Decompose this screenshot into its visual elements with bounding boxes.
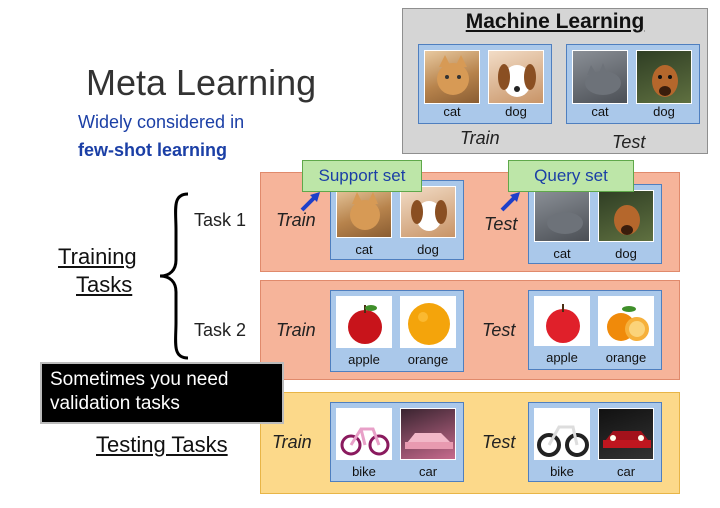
dog-image — [400, 186, 456, 238]
support-set-callout: Support set — [302, 160, 422, 192]
task2-test-label: Test — [482, 320, 516, 340]
query-arrow-icon — [500, 192, 520, 212]
ml-test-dog-label: dog — [653, 104, 675, 119]
cat-image — [336, 186, 392, 238]
support-arrow-icon — [300, 192, 320, 212]
subtitle-line2: few-shot learning — [78, 140, 228, 160]
testing-train-car-label: car — [418, 464, 438, 479]
cat-image — [424, 50, 480, 104]
ml-train-dog-label: dog — [505, 104, 527, 119]
task2-train-orange-label: orange — [407, 352, 449, 367]
cat-image — [534, 190, 590, 242]
task1-train-label: Train — [276, 210, 316, 230]
apple-image — [336, 296, 392, 348]
task1-name: Task 1 — [194, 210, 247, 230]
dog-image — [598, 190, 654, 242]
car-image — [400, 408, 456, 460]
task2-test-apple-label: apple — [546, 350, 578, 365]
dog-image — [488, 50, 544, 104]
task2-test-orange-label: orange — [605, 350, 647, 365]
testing-train-label: Train — [272, 432, 312, 452]
subtitle-line1: Widely considered in — [78, 112, 245, 132]
bike-image — [534, 408, 590, 460]
dog-image — [636, 50, 692, 104]
testing-test-bike-label: bike — [550, 464, 574, 479]
page-title: Meta Learning — [86, 62, 317, 103]
apple-image — [534, 296, 590, 346]
orange-image — [598, 296, 654, 346]
brace-icon — [159, 192, 189, 360]
testing-tasks-label: Testing Tasks — [96, 432, 228, 457]
validation-note-line1: Sometimes you need — [50, 369, 229, 390]
cat-image — [572, 50, 628, 104]
task1-train-cat-label: cat — [355, 242, 373, 257]
training-tasks-line2: Tasks — [76, 272, 133, 297]
query-set-callout: Query set — [508, 160, 634, 192]
ml-test-cat-label: cat — [591, 104, 609, 119]
training-tasks-line1: Training — [58, 244, 137, 269]
task1-test-cat-label: cat — [553, 246, 571, 261]
machine-learning-title: Machine Learning — [465, 10, 645, 33]
testing-test-car-label: car — [616, 464, 636, 479]
task1-test-label: Test — [484, 214, 518, 234]
task2-name: Task 2 — [194, 320, 247, 340]
testing-test-label: Test — [482, 432, 516, 452]
orange-image — [400, 296, 456, 348]
task1-train-dog-label: dog — [417, 242, 439, 257]
task1-test-dog-label: dog — [615, 246, 637, 261]
testing-train-bike-label: bike — [352, 464, 376, 479]
ml-train-cat-label: cat — [443, 104, 461, 119]
ml-test-label: Test — [612, 132, 646, 152]
validation-note-line2: validation tasks — [50, 393, 180, 414]
task2-train-label: Train — [276, 320, 316, 340]
bike-image — [336, 408, 392, 460]
validation-note: Sometimes you need validation tasks — [40, 362, 284, 424]
task2-train-apple-label: apple — [348, 352, 380, 367]
car-image — [598, 408, 654, 460]
ml-train-label: Train — [460, 128, 500, 148]
